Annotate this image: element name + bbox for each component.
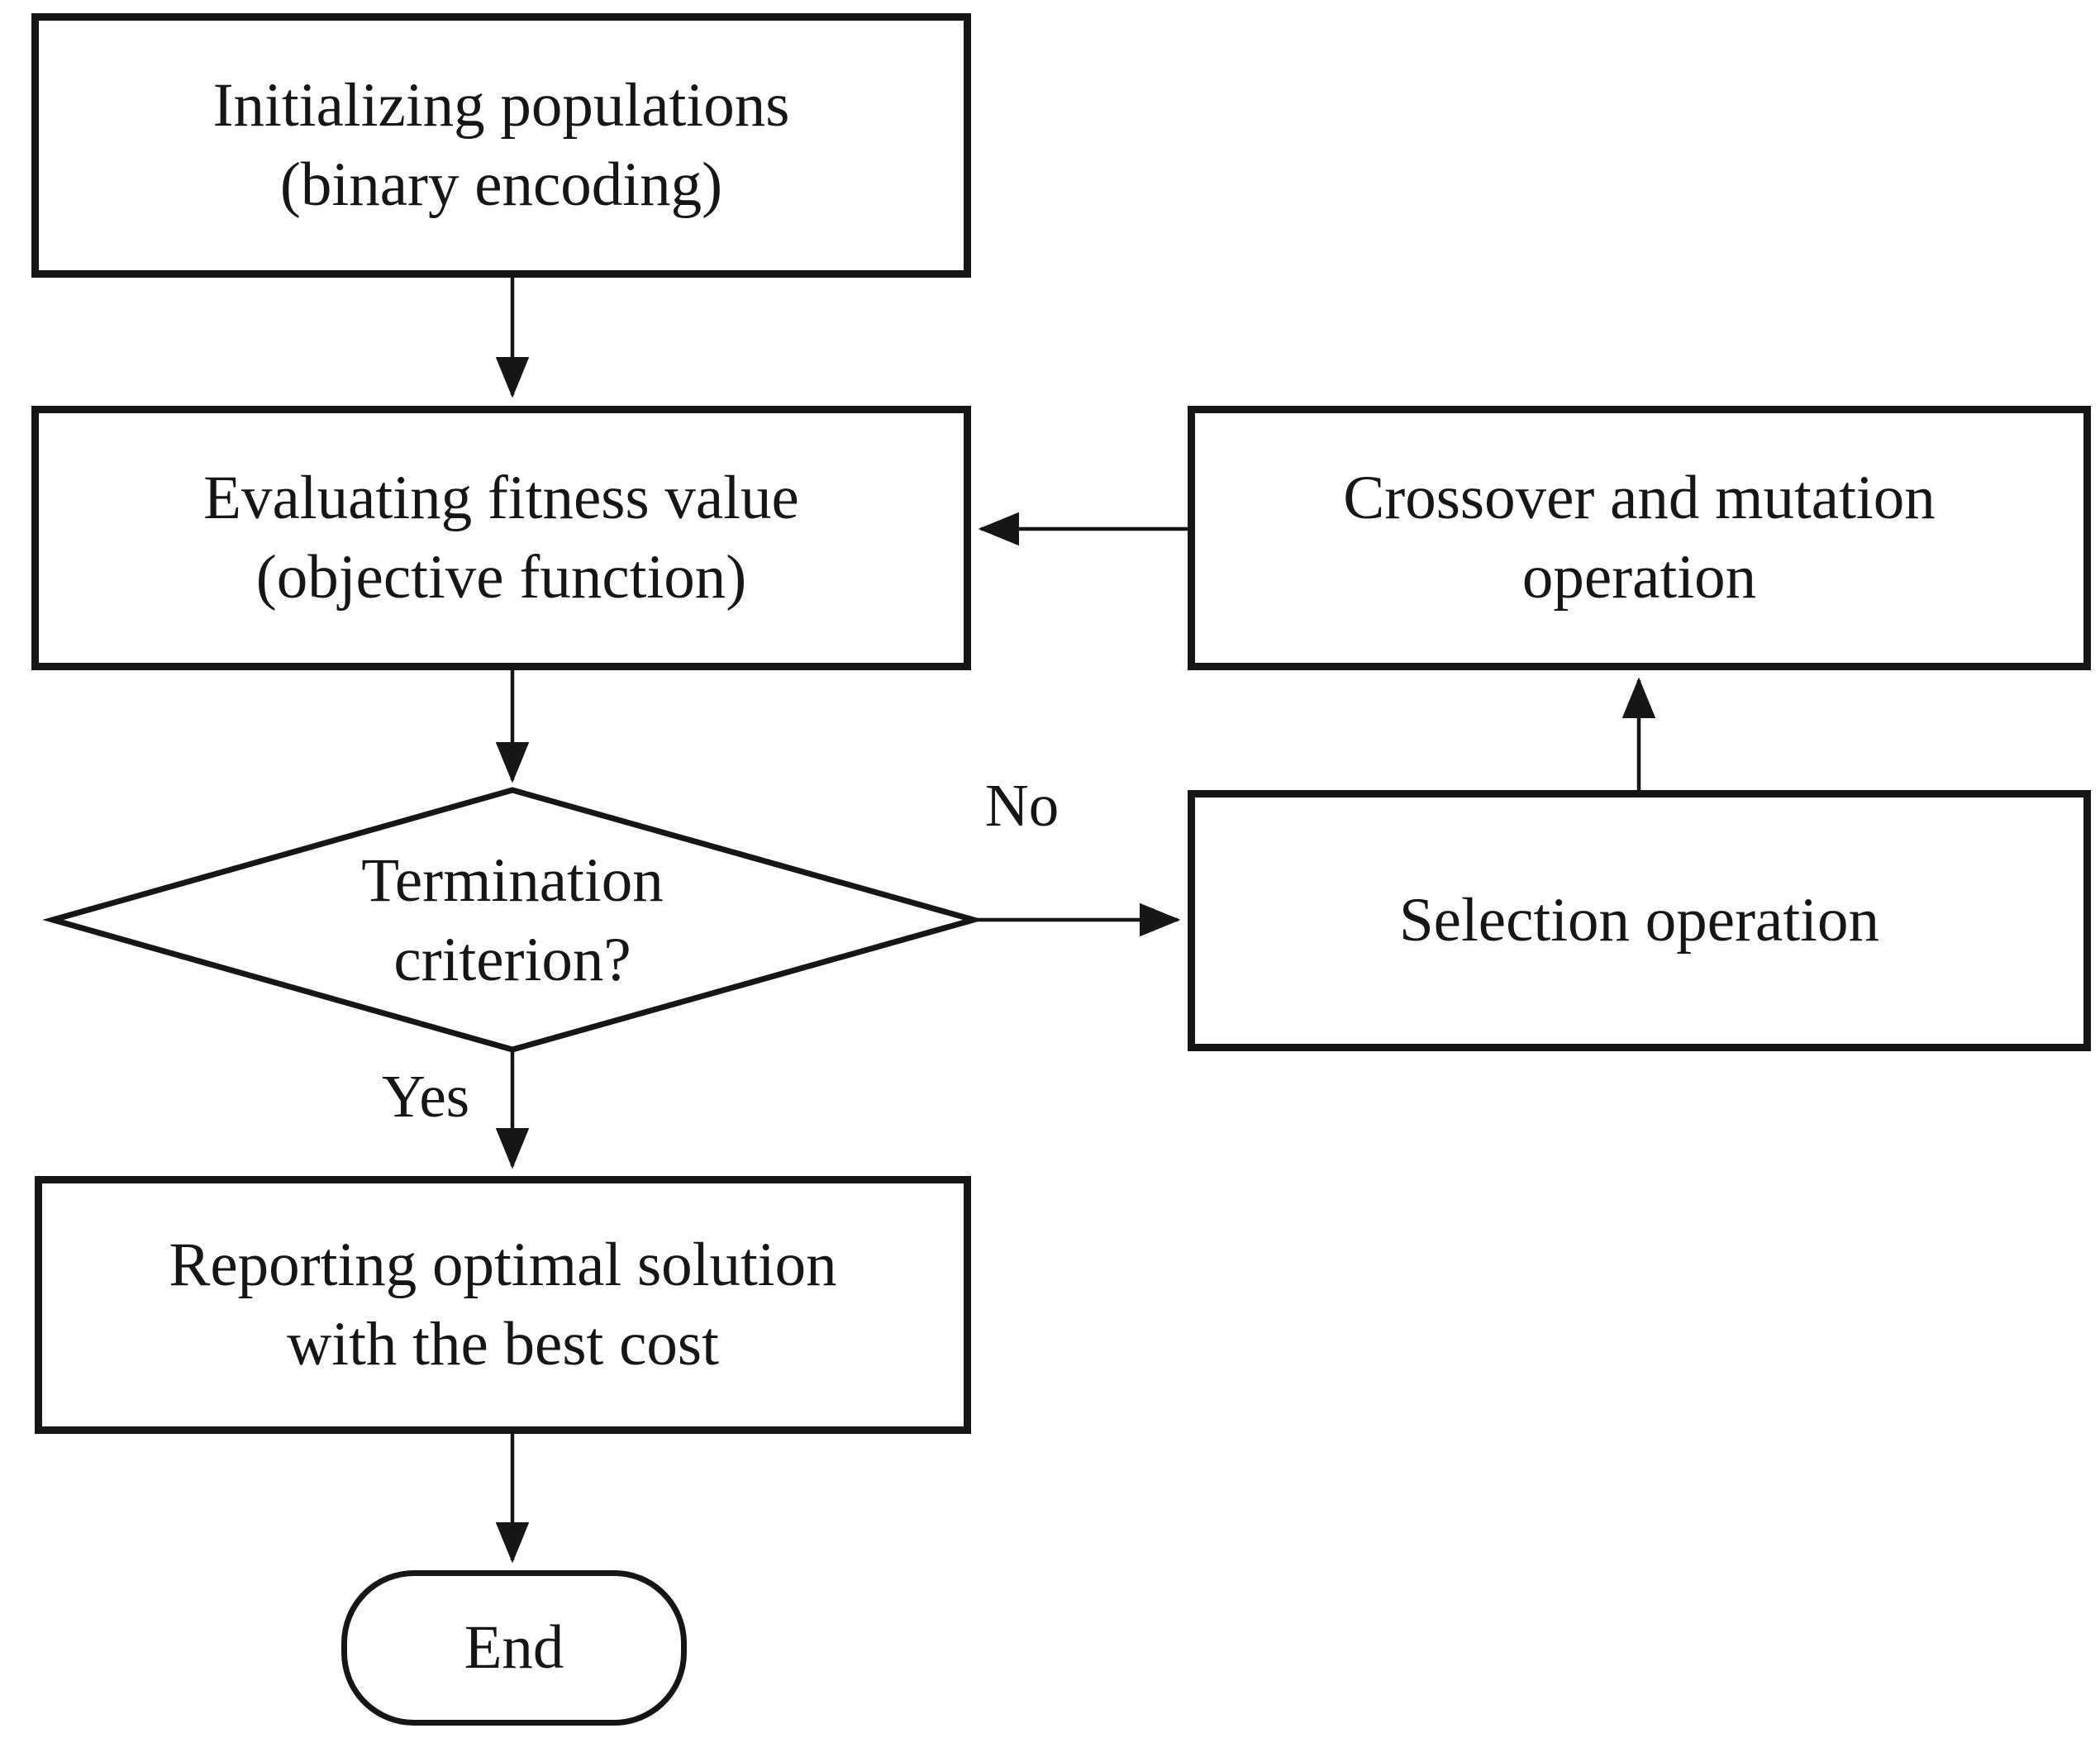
edge-label-yes: Yes xyxy=(382,1063,470,1130)
node-termination-criterion: Termination criterion? xyxy=(264,822,760,1019)
node-evaluating-fitness: Evaluating fitness value (objective func… xyxy=(31,406,971,670)
node-text-line: End xyxy=(464,1613,564,1682)
node-crossover-mutation: Crossover and mutation operation xyxy=(1188,406,2091,670)
node-text-line: Termination xyxy=(361,846,664,915)
node-text-line: with the best cost xyxy=(287,1310,719,1378)
node-text-line: Evaluating fitness value xyxy=(203,464,799,532)
node-initializing-populations: Initializing populations (binary encodin… xyxy=(31,13,971,278)
edge-label-no: No xyxy=(985,772,1060,839)
node-end-terminator: End xyxy=(341,1570,687,1726)
node-selection-operation: Selection operation xyxy=(1188,790,2091,1051)
node-text-line: Initializing populations xyxy=(212,71,790,140)
node-text-line: criterion? xyxy=(393,926,631,994)
node-text-line: operation xyxy=(1521,543,1757,612)
node-text-line: (binary encoding) xyxy=(279,150,723,219)
node-text-line: Selection operation xyxy=(1398,886,1880,955)
node-text-line: (objective function) xyxy=(255,543,747,612)
node-text-line: Crossover and mutation xyxy=(1343,464,1936,532)
node-text-line: Reporting optimal solution xyxy=(169,1231,837,1299)
node-reporting-optimal-solution: Reporting optimal solution with the best… xyxy=(35,1176,971,1434)
